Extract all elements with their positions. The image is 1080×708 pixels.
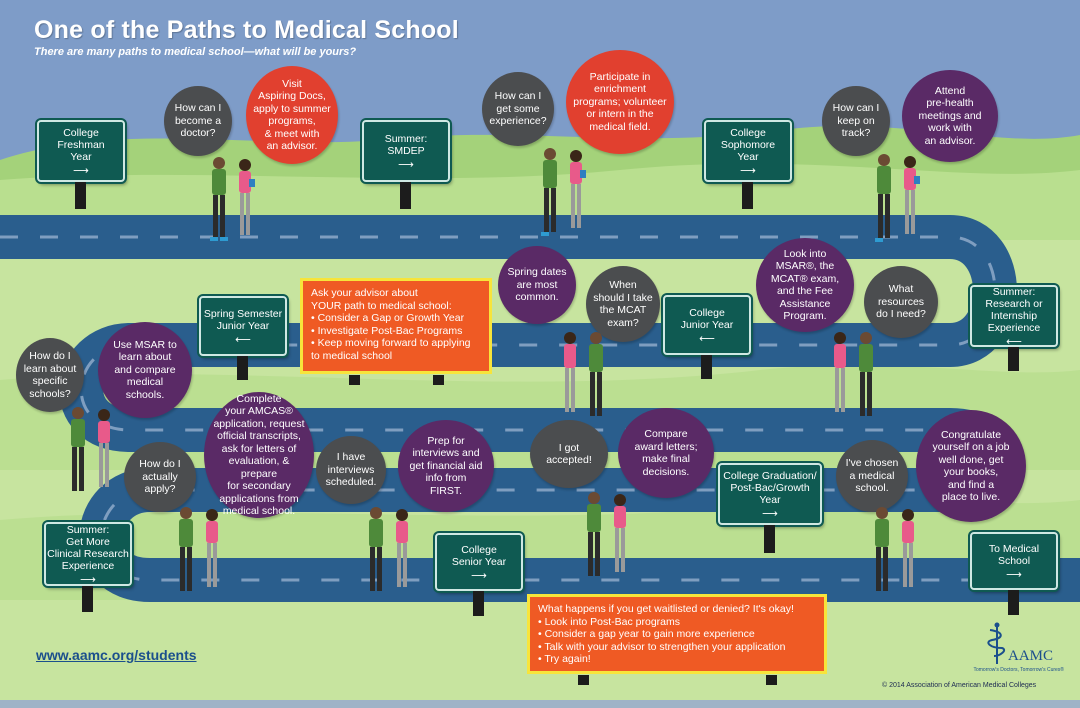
logo-tagline: Tomorrow's Doctors, Tomorrow's Cures® xyxy=(973,667,1064,673)
advisor-callout: Ask your advisor about YOUR path to medi… xyxy=(300,278,492,385)
answer-bubble: Participate in enrichment programs; volu… xyxy=(566,50,674,154)
question-bubble: How do I actually apply? xyxy=(124,442,196,512)
copyright-text: © 2014 Association of American Medical C… xyxy=(882,682,1037,689)
students-illustration xyxy=(834,332,873,416)
sign-summer-clinical-research: Summer: Get More Clinical Research Exper… xyxy=(44,522,132,612)
waitlist-callout: What happens if you get waitlisted or de… xyxy=(527,594,827,685)
sign-summer-research-internship: Summer: Research or Internship Experienc… xyxy=(970,285,1058,371)
sign-summer-smdep: Summer: SMDEP⟶ xyxy=(362,120,450,209)
students-illustration xyxy=(71,407,110,491)
page-subtitle: There are many paths to medical school—w… xyxy=(34,46,357,58)
arrow-left-icon: ⟵ xyxy=(699,331,715,345)
question-bubble: What resources do I need? xyxy=(864,266,938,338)
callout-item: Keep moving forward to applying to medic… xyxy=(311,337,481,362)
question-bubble: How can I keep on track? xyxy=(822,86,890,156)
arrow-right-icon: ⟶ xyxy=(398,157,414,171)
answer-bubble: Congratulate yourself on a job well done… xyxy=(916,410,1026,522)
sign-label: College Freshman Year xyxy=(57,126,105,163)
page-title: One of the Paths to Medical School xyxy=(34,16,459,44)
students-illustration xyxy=(541,148,586,236)
students-illustration xyxy=(587,492,626,576)
question-bubble: I've chosen a medical school. xyxy=(836,440,908,512)
students-illustration xyxy=(875,154,920,242)
question-bubble: How can I get some experience? xyxy=(482,72,554,146)
students-illustration xyxy=(369,507,408,591)
callout-intro: What happens if you get waitlisted or de… xyxy=(538,603,794,615)
students-illustration xyxy=(564,332,603,416)
sign-college-graduation: College Graduation/ Post-Bac/Growth Year… xyxy=(718,463,822,553)
sign-college-junior-year: College Junior Year⟵ xyxy=(663,295,751,379)
callout-item: Try again! xyxy=(538,653,816,666)
question-bubble: How do I learn about specific schools? xyxy=(16,338,84,412)
answer-bubble: Use MSAR to learn about and compare medi… xyxy=(98,322,192,418)
sign-label: College Sophomore Year xyxy=(720,126,776,163)
callout-item: Investigate Post-Bac Programs xyxy=(311,325,481,338)
question-bubble: I got accepted! xyxy=(530,420,608,488)
sign-label: Summer: SMDEP xyxy=(384,132,428,157)
sign-label: Spring Semester Junior Year xyxy=(203,307,283,332)
callout-list: Consider a Gap or Growth Year Investigat… xyxy=(311,312,481,362)
answer-bubble: Compare award letters; make final decisi… xyxy=(618,408,714,498)
callout-item: Consider a gap year to gain more experie… xyxy=(538,628,816,641)
arrow-right-icon: ⟶ xyxy=(762,506,778,520)
arrow-left-icon: ⟵ xyxy=(1006,334,1022,348)
students-website-link[interactable]: www.aamc.org/students xyxy=(36,647,197,663)
caduceus-icon xyxy=(987,622,1006,664)
arrow-left-icon: ⟵ xyxy=(235,332,251,346)
arrow-right-icon: ⟶ xyxy=(1006,567,1022,581)
answer-bubble: Attend pre-health meetings and work with… xyxy=(902,70,998,162)
arrow-right-icon: ⟶ xyxy=(740,163,756,177)
callout-intro: Ask your advisor about YOUR path to medi… xyxy=(311,287,452,312)
sign-college-senior-year: College Senior Year⟶ xyxy=(435,533,523,616)
answer-bubble: Look into MSAR®, the MCAT® exam, and the… xyxy=(756,238,854,332)
arrow-right-icon: ⟶ xyxy=(73,163,89,177)
sign-label: College Senior Year xyxy=(451,543,507,568)
callout-item: Consider a Gap or Growth Year xyxy=(311,312,481,325)
question-bubble: How can I become a doctor? xyxy=(164,86,232,156)
sign-label: Summer: Research or Internship Experienc… xyxy=(985,285,1043,334)
question-bubble: I have interviews scheduled. xyxy=(316,436,386,504)
answer-bubble: Complete your AMCAS® application, reques… xyxy=(204,392,314,518)
logo-name: AAMC xyxy=(1008,648,1054,664)
students-illustration xyxy=(179,507,218,591)
sign-spring-semester-junior-year: Spring Semester Junior Year⟵ xyxy=(199,296,287,380)
arrow-right-icon: ⟶ xyxy=(471,568,487,582)
sign-label: Summer: Get More Clinical Research Exper… xyxy=(47,523,129,572)
callout-item: Look into Post-Bac programs xyxy=(538,616,816,629)
students-illustration xyxy=(210,157,255,241)
answer-bubble: Visit Aspiring Docs, apply to summer pro… xyxy=(246,66,338,164)
students-illustration xyxy=(875,507,914,591)
sign-college-freshman-year: College Freshman Year⟶ xyxy=(37,120,125,209)
answer-bubble: Spring dates are most common. xyxy=(498,246,576,324)
arrow-right-icon: ⟶ xyxy=(80,572,96,586)
aamc-logo: AAMC Tomorrow's Doctors, Tomorrow's Cure… xyxy=(973,622,1064,678)
sign-to-medical-school: To Medical School⟶ xyxy=(970,532,1058,615)
sign-college-sophomore-year: College Sophomore Year⟶ xyxy=(704,120,792,209)
sign-label: College Junior Year xyxy=(680,306,734,331)
answer-bubble: Prep for interviews and get financial ai… xyxy=(398,420,494,512)
question-bubble: When should I take the MCAT exam? xyxy=(586,266,660,342)
callout-item: Talk with your advisor to strengthen you… xyxy=(538,641,816,654)
sign-label: College Graduation/ Post-Bac/Growth Year xyxy=(723,469,817,506)
sign-label: To Medical School xyxy=(988,542,1040,567)
callout-list: Look into Post-Bac programs Consider a g… xyxy=(538,616,816,666)
